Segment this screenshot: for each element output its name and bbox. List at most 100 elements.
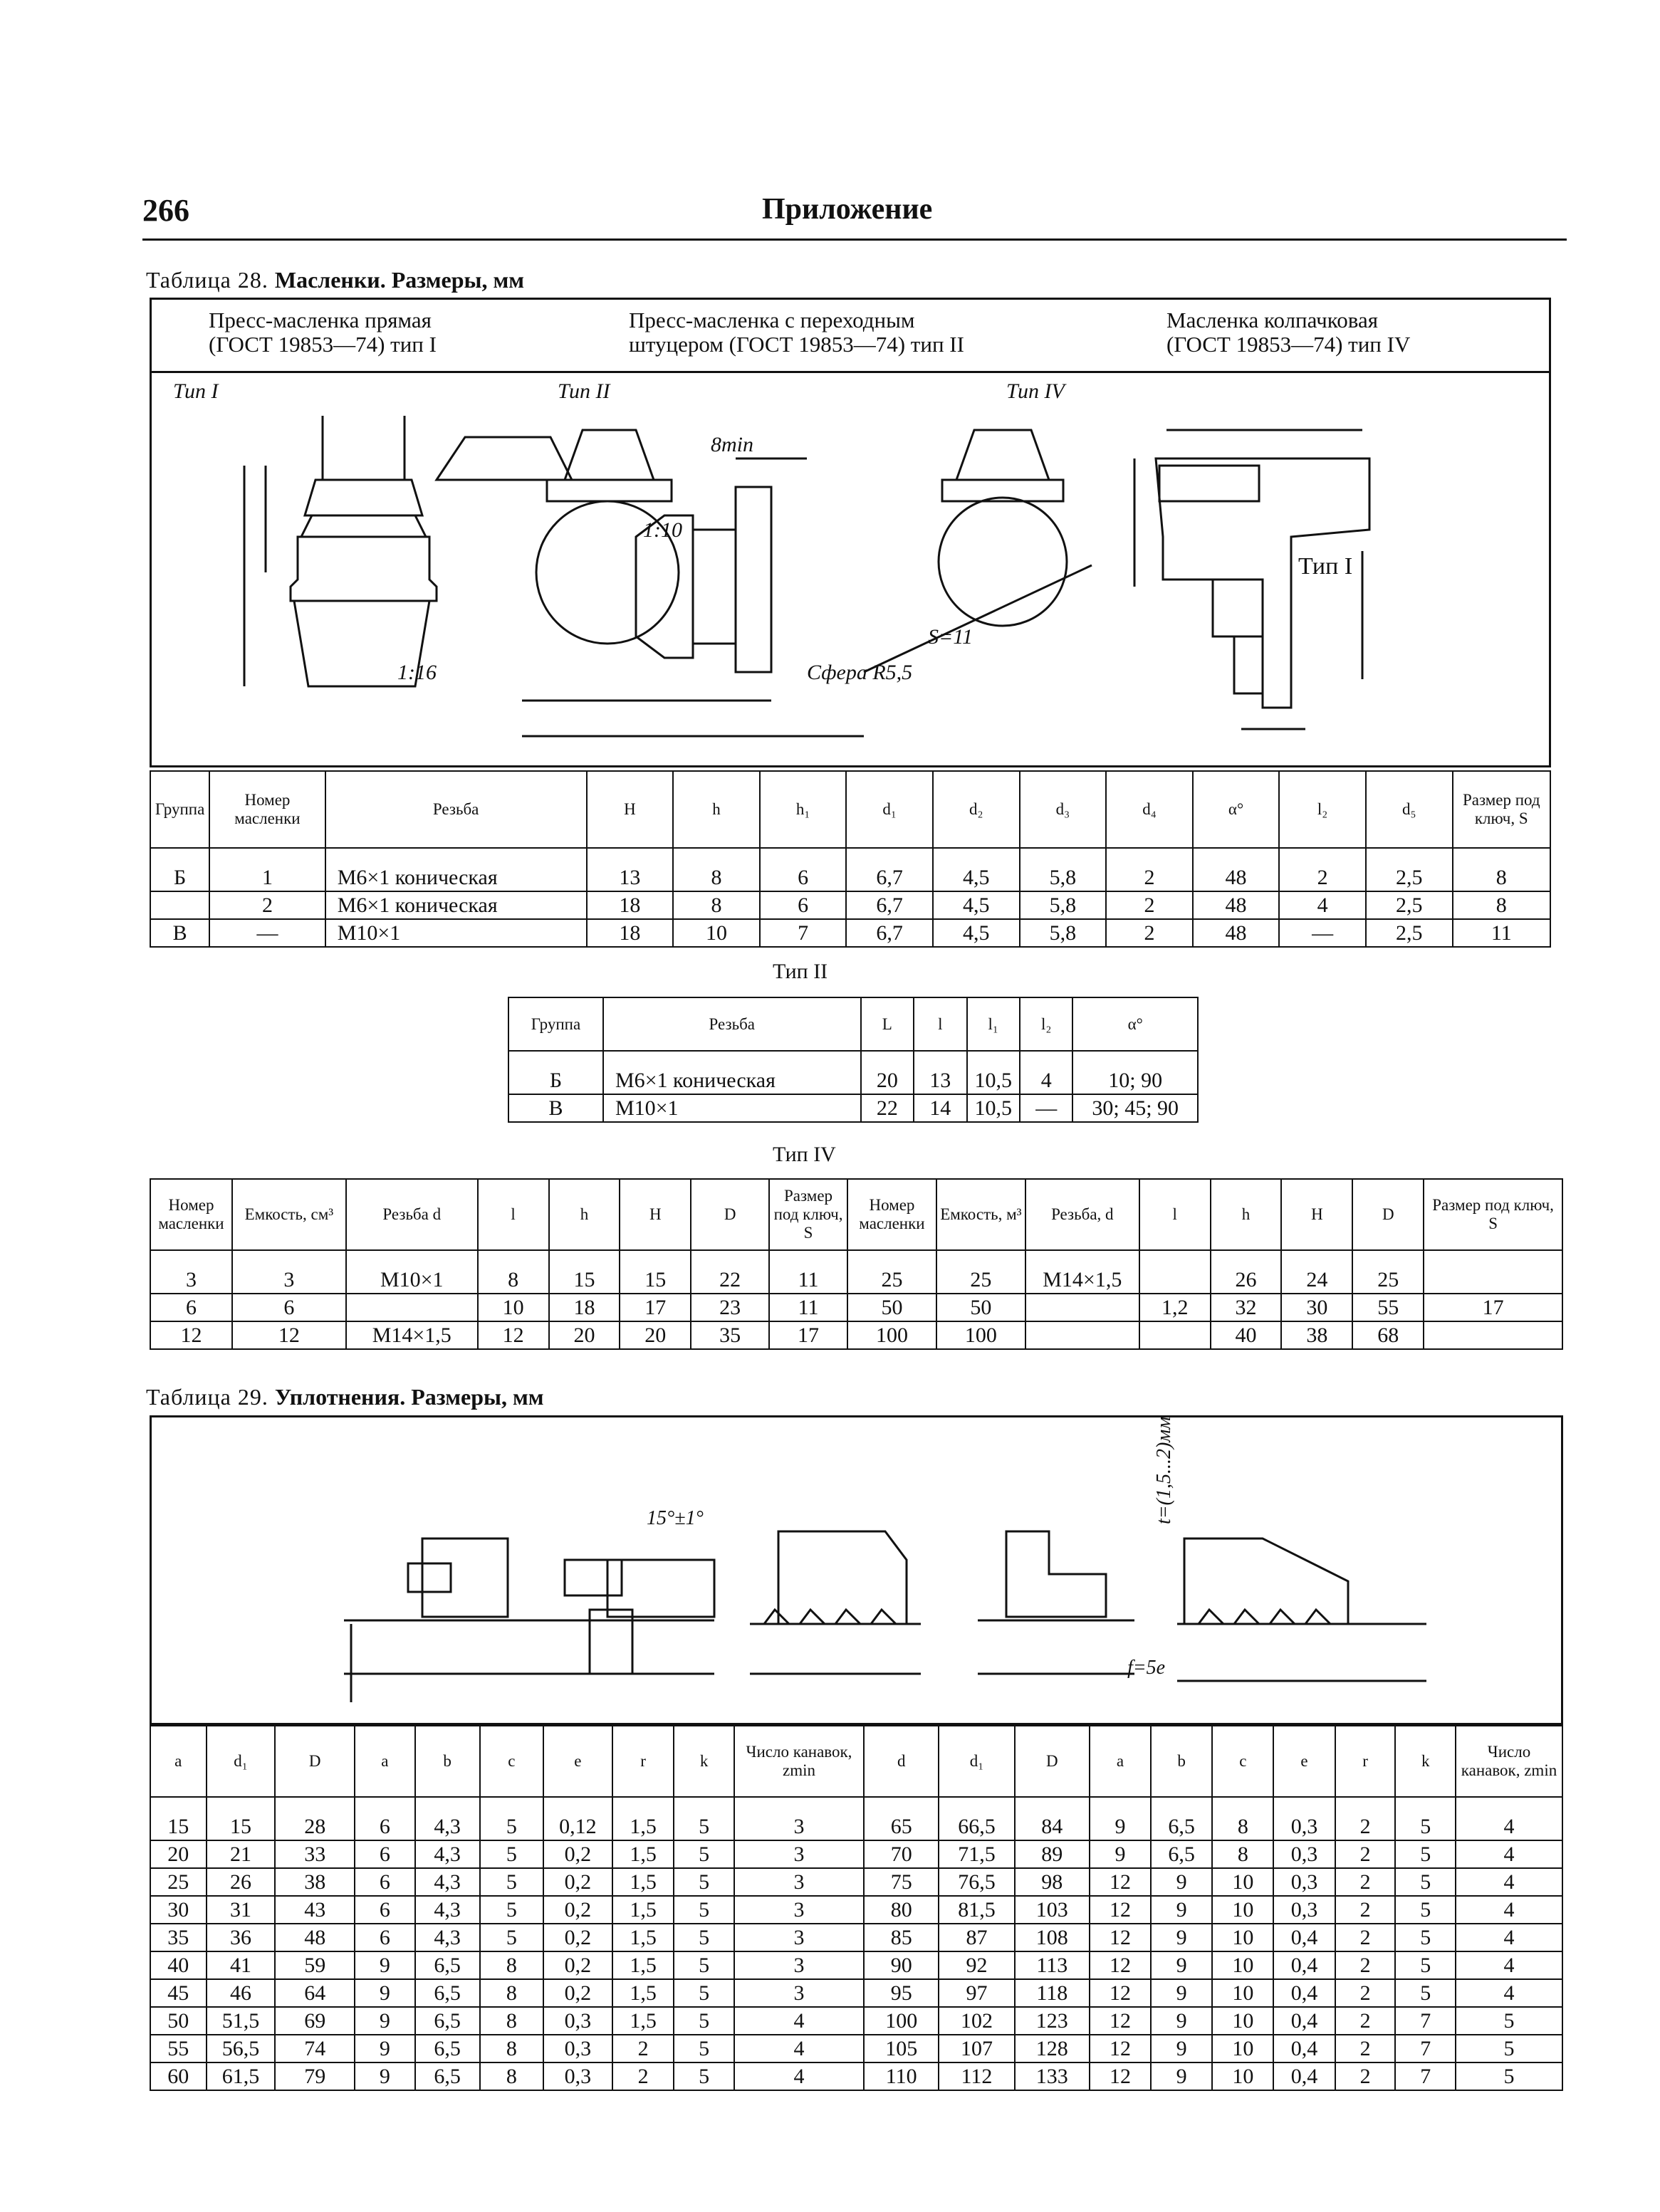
table-cell: 4 xyxy=(1455,1895,1563,1924)
table-cell: 2 xyxy=(209,891,326,920)
table-cell: 21 xyxy=(205,1840,276,1869)
table-cell: 9 xyxy=(354,2006,416,2035)
table-cell: 41 xyxy=(205,1951,276,1980)
table-cell: 48 xyxy=(1191,847,1280,892)
table-cell: 11 xyxy=(768,1249,848,1294)
table-cell: 105 xyxy=(862,2034,940,2063)
grease-fitting-drawings: Тип I Тип II Тип IV 8min 1:10 1:16 Сфера… xyxy=(173,379,1371,738)
col-header: D xyxy=(274,1725,355,1798)
table-cell: 55 xyxy=(150,2034,207,2063)
table-cell: 8 xyxy=(479,2034,544,2063)
table-cell: 0,3 xyxy=(542,2034,613,2063)
table-cell: 1,2 xyxy=(1138,1293,1211,1322)
table-cell: 9 xyxy=(1089,1840,1152,1869)
table-cell: 1,5 xyxy=(611,2006,675,2035)
table-cell: 35 xyxy=(690,1321,771,1350)
table-cell: 50 xyxy=(935,1293,1026,1322)
table-cell: 6 xyxy=(150,1293,233,1322)
table-cell: 3 xyxy=(734,1867,865,1897)
table-cell: 6,7 xyxy=(845,847,934,892)
table-cell: M14×1,5 xyxy=(345,1321,479,1350)
table-cell: 6 xyxy=(758,891,847,920)
table-cell: 85 xyxy=(862,1923,940,1952)
table-cell: 3 xyxy=(734,1923,865,1952)
table-cell: 4,5 xyxy=(931,847,1020,892)
table-cell: 4,3 xyxy=(414,1840,481,1869)
table-cell: 12 xyxy=(1089,2006,1152,2035)
table-cell: 17 xyxy=(619,1293,692,1322)
table-cell: 10 xyxy=(1211,2062,1275,2091)
table-cell: 20 xyxy=(150,1840,207,1869)
table-cell: 35 xyxy=(150,1923,207,1952)
table-cell: 6,7 xyxy=(845,891,934,920)
table-cell: 110 xyxy=(862,2062,940,2091)
table-cell: 97 xyxy=(938,1978,1016,2008)
table-cell: 6 xyxy=(758,847,847,892)
table-cell: 0,2 xyxy=(542,1895,613,1924)
table-cell: 80 xyxy=(862,1895,940,1924)
table-cell: 6,5 xyxy=(414,2034,481,2063)
col-header: h xyxy=(1209,1178,1283,1251)
table-cell: 2 xyxy=(1334,2062,1397,2091)
fig-tip4-label: Тип IV xyxy=(1006,379,1067,403)
table-cell: 0,2 xyxy=(542,1923,613,1952)
table-cell: 5 xyxy=(673,1951,735,1980)
table-cell: 2 xyxy=(1334,1923,1397,1952)
table-cell: 107 xyxy=(938,2034,1016,2063)
table-cell: 68 xyxy=(1352,1321,1425,1350)
table-cell: 8 xyxy=(1211,1796,1275,1841)
table-cell: В xyxy=(149,918,211,948)
table-cell: 2 xyxy=(1105,847,1194,892)
col-header: d₃ xyxy=(1018,770,1107,849)
table-cell: 79 xyxy=(274,2062,355,2091)
table-cell: 2 xyxy=(1334,1895,1397,1924)
table-cell: 12 xyxy=(1089,1895,1152,1924)
table-cell: 5 xyxy=(1394,1867,1457,1897)
table-cell xyxy=(1024,1321,1140,1350)
fig-tip2-label: Тип II xyxy=(558,379,611,403)
col-header: α° xyxy=(1072,997,1199,1052)
table-cell: 6,5 xyxy=(414,1978,481,2008)
col-header: Номер масленки xyxy=(150,1178,233,1251)
table-cell: 3 xyxy=(734,1951,865,1980)
table-cell: 3 xyxy=(150,1249,233,1294)
table28-caption-title: Масленки. Размеры, мм xyxy=(274,267,525,293)
table-cell: 20 xyxy=(548,1321,621,1350)
table-cell: 0,4 xyxy=(1273,2006,1336,2035)
table-cell: 5,8 xyxy=(1018,847,1107,892)
table-cell: 26 xyxy=(1209,1249,1283,1294)
table-cell: 90 xyxy=(862,1951,940,1980)
table-cell: 9 xyxy=(354,2034,416,2063)
table-cell: 5 xyxy=(673,1978,735,2008)
col-header: H xyxy=(619,1178,692,1251)
table-cell: 1 xyxy=(209,847,326,892)
table-cell: M6×1 коническая xyxy=(324,891,588,920)
col-header: Размер под ключ, S xyxy=(768,1178,848,1251)
table-cell: 2,5 xyxy=(1364,891,1453,920)
col-header: Число канавок, zmin xyxy=(734,1725,865,1798)
table-cell: 4 xyxy=(1455,1951,1563,1980)
table28-figure-frame: Пресс-масленка прямая (ГОСТ 19853—74) ти… xyxy=(150,298,1551,767)
table-cell: 20 xyxy=(860,1050,915,1095)
table-cell: 10 xyxy=(1211,1867,1275,1897)
table-cell: 25 xyxy=(150,1867,207,1897)
table-cell: 5 xyxy=(479,1796,544,1841)
table-cell: 20 xyxy=(619,1321,692,1350)
fig-s11-label: S=11 xyxy=(928,625,973,649)
table-cell: 18 xyxy=(585,891,674,920)
col-header: Резьба xyxy=(602,997,862,1052)
table-cell: M14×1,5 xyxy=(1024,1249,1140,1294)
table-cell: 28 xyxy=(274,1796,355,1841)
table-cell: 8 xyxy=(672,891,761,920)
table-cell: 5 xyxy=(1394,1923,1457,1952)
table-cell: 4 xyxy=(1455,1923,1563,1952)
col-header: l xyxy=(1138,1178,1211,1251)
table-cell: 59 xyxy=(274,1951,355,1980)
col-header: h xyxy=(548,1178,621,1251)
col-header: H xyxy=(585,770,674,849)
